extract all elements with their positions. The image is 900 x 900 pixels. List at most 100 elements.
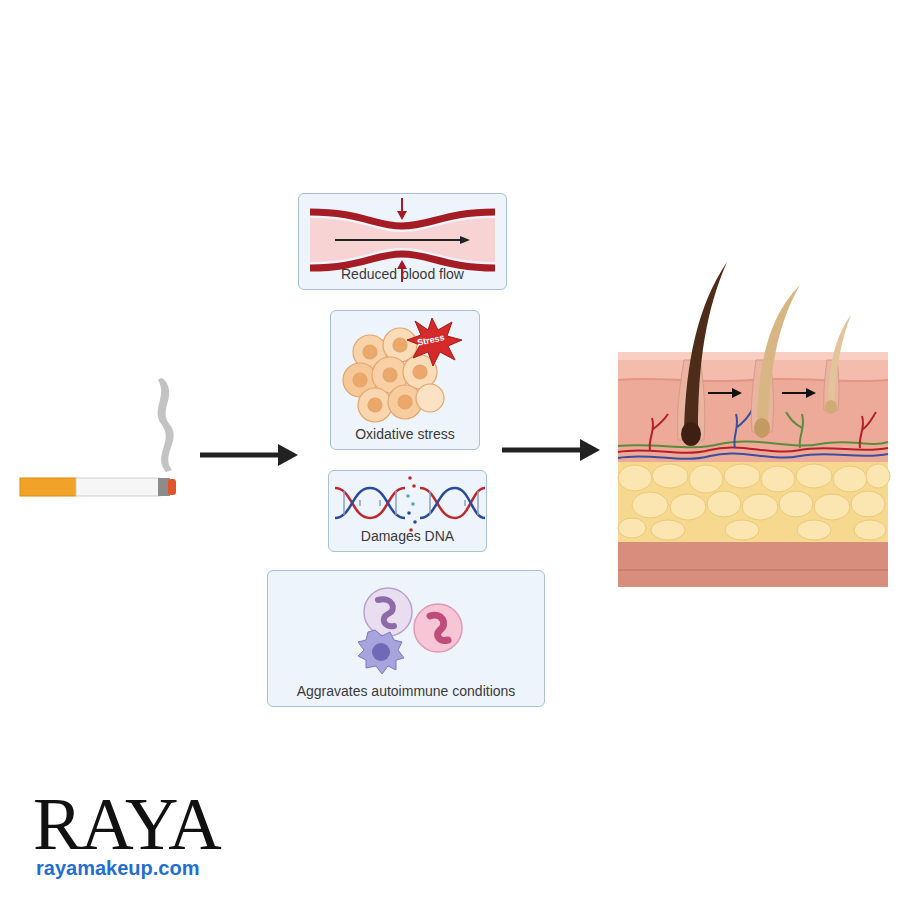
- nucleus: [363, 345, 377, 359]
- hair-bulb: [825, 400, 837, 414]
- hair-follicle: [824, 360, 839, 410]
- callout-label: Stress: [416, 332, 445, 348]
- fat-cell: [742, 494, 778, 520]
- fat-cell: [866, 464, 890, 488]
- cell: [416, 384, 444, 412]
- pressure-arrow: [401, 198, 403, 214]
- vessel-wall: [310, 212, 495, 226]
- vessel-lumen: [310, 218, 495, 262]
- immune-cells-icon: [358, 588, 462, 674]
- base-pair: [379, 500, 381, 506]
- cigarette: [20, 378, 176, 496]
- fragment: [411, 502, 415, 506]
- stress-burst: [407, 318, 462, 366]
- fat-cell: [618, 465, 652, 491]
- base-pairs: [344, 491, 478, 515]
- cigarette-paper: [76, 478, 160, 496]
- hair-shaft: [828, 315, 851, 406]
- cigarette-ash: [158, 478, 170, 496]
- progress-arrow: [782, 392, 808, 394]
- immune-cell: [414, 604, 462, 652]
- vessel-icon: [310, 198, 495, 282]
- vessel-wall: [310, 254, 495, 268]
- base-pair: [343, 491, 345, 515]
- dna-strand: [335, 488, 405, 518]
- fat-cell: [851, 491, 885, 517]
- box-label: Aggravates autoimmune conditions: [297, 683, 516, 699]
- nucleus: [368, 398, 382, 412]
- fat-cell: [670, 494, 706, 520]
- fat-cell: [833, 466, 867, 492]
- cigarette-filter: [20, 478, 76, 496]
- box-label: Damages DNA: [361, 528, 454, 544]
- pressure-head: [397, 260, 407, 269]
- process-box: Aggravates autoimmune conditions: [267, 570, 545, 707]
- artery: [618, 447, 888, 452]
- cell: [388, 385, 422, 419]
- hair-shaft: [757, 285, 800, 426]
- brand-logo: RAYA: [33, 782, 220, 867]
- fat-cell: [854, 520, 886, 540]
- cell: [358, 388, 392, 422]
- fat-cell: [632, 492, 668, 518]
- layer-boundary: [618, 379, 888, 381]
- capillary: [786, 412, 803, 448]
- base-pair: [477, 491, 479, 515]
- dna-strand: [420, 488, 485, 518]
- flow-arrow: [502, 439, 600, 461]
- fat-cell: [724, 464, 760, 488]
- capillary: [734, 410, 752, 448]
- layer-boundary: [618, 569, 888, 571]
- capillary: [860, 412, 876, 448]
- fat-cell: [618, 518, 646, 538]
- fat-cell: [707, 491, 741, 517]
- fat-cell: [814, 494, 850, 520]
- dna-strand: [335, 488, 405, 518]
- fat-cell: [651, 520, 685, 540]
- cell: [353, 335, 387, 369]
- fragment: [412, 484, 416, 488]
- dna-strand: [420, 488, 485, 518]
- nucleus: [383, 368, 397, 382]
- base-pair: [429, 491, 431, 515]
- hair-follicle: [677, 360, 704, 440]
- cell: [403, 355, 437, 389]
- capillary: [650, 414, 668, 450]
- epidermis: [618, 352, 888, 380]
- fat-cell: [796, 464, 832, 488]
- arrow-head: [278, 444, 298, 466]
- arrow-shaft: [200, 453, 282, 458]
- progress-arrow: [708, 392, 734, 394]
- vein: [618, 453, 888, 458]
- base-pair: [395, 491, 397, 515]
- fat-cell: [797, 520, 831, 540]
- cell-nucleus: [372, 643, 390, 661]
- skin-section: [618, 262, 890, 587]
- arrow-shaft: [502, 448, 584, 453]
- smoke: [158, 378, 174, 472]
- fragment: [408, 476, 412, 480]
- flow-head: [460, 236, 470, 244]
- fragment: [409, 528, 413, 532]
- hair-bulb: [681, 422, 701, 446]
- process-box: Damages DNA: [328, 470, 487, 552]
- pressure-head: [397, 211, 407, 220]
- fragment: [407, 511, 411, 515]
- nucleus: [353, 373, 367, 387]
- stratum-corneum: [618, 352, 888, 360]
- immune-cell: [364, 588, 412, 636]
- dna-icon: [335, 476, 485, 532]
- fat-cell: [779, 491, 813, 517]
- hair-shaft: [684, 262, 727, 432]
- blood-vessels: [618, 410, 888, 459]
- cell: [372, 357, 408, 393]
- cell-nucleus: [430, 615, 448, 640]
- cigarette-ember: [168, 479, 176, 495]
- fat-layer: [618, 462, 888, 542]
- cells-icon: [343, 328, 444, 422]
- website-watermark: rayamakeup.com: [36, 857, 199, 880]
- base-pair: [359, 500, 361, 506]
- flow-arrow: [200, 444, 298, 466]
